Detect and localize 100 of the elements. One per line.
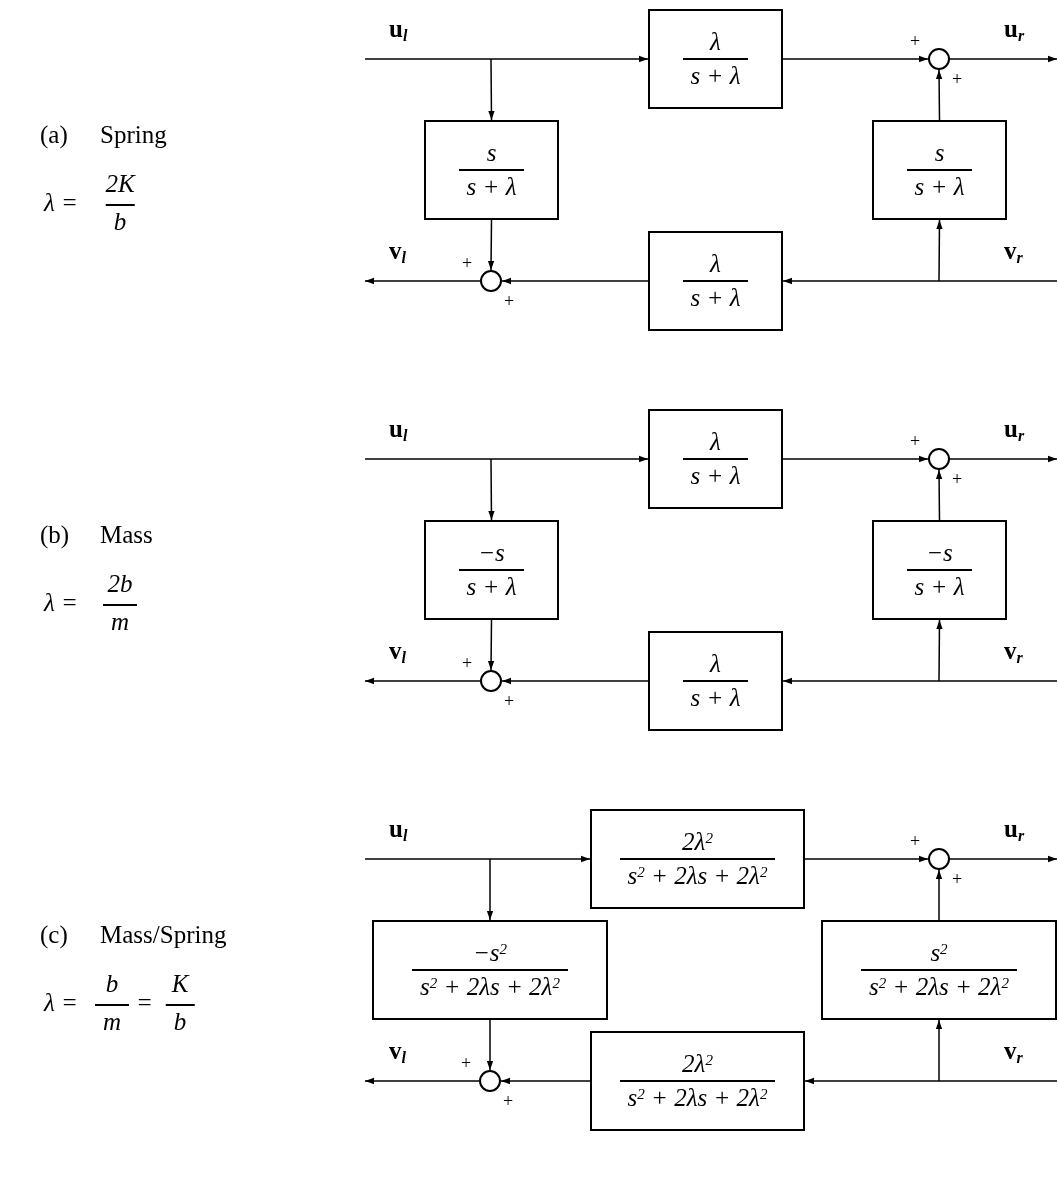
fraction-denominator: b [105,204,135,238]
signal-arrow [501,277,649,285]
plus-sign: + [910,432,921,450]
transfer-function-box [872,520,1007,620]
summing-junction [928,48,950,70]
signal-arrow [782,55,929,63]
signal-arrow [364,277,481,285]
signal-arrow [501,677,649,685]
transfer-function-box [648,631,783,731]
fraction-numerator: 2λ$^{2}$ [681,1049,714,1079]
plus-sign: + [952,70,963,88]
signal-arrow [949,455,1058,463]
transfer-function-box [424,120,559,220]
signal-arrow [487,219,495,271]
panel-title: Spring [100,120,167,150]
fraction-numerator: 2λ$^{2}$ [681,827,714,857]
plus-sign: + [504,692,515,710]
summing-junction [928,448,950,470]
fraction-numerator: 2b [106,569,134,599]
summing-junction [479,1070,501,1092]
formula-text: = [136,988,153,1018]
transfer-function-box [821,920,1057,1020]
signal-arrow [486,858,494,921]
fraction-numerator: λ [708,249,722,279]
fraction-denominator: m [102,604,138,638]
formula-text: λ = [44,188,78,218]
transfer-function-box [590,1031,805,1131]
transfer-function-box [648,231,783,331]
signal-arrow [364,855,591,863]
fraction-denominator: m [94,1004,130,1038]
fraction-numerator: s$^{2}$ [929,938,949,968]
fraction-numerator: s [933,138,946,168]
plus-sign: + [952,870,963,888]
signal-arrow [935,869,943,921]
plus-sign: + [910,832,921,850]
signal-arrow [782,677,1058,685]
plus-sign: + [504,292,515,310]
plus-sign: + [910,32,921,50]
fraction-denominator: s + λ [682,58,749,92]
signal-arrow [936,619,943,682]
signal-arrow [936,219,943,282]
panel-label: (b) [40,520,70,550]
fraction-denominator: s + λ [458,569,525,603]
transfer-function-box [648,9,783,109]
plus-sign: + [461,1054,472,1072]
fraction-denominator: s + λ [906,169,973,203]
fraction-denominator: s + λ [682,280,749,314]
formula-text: λ = [44,588,78,618]
signal-arrow [804,855,929,863]
fraction-numerator: b [104,969,120,999]
transfer-function-box [872,120,1007,220]
fraction-numerator: λ [708,427,722,457]
fraction-denominator: s + λ [906,569,973,603]
signal-arrow [949,855,1058,863]
summing-junction [480,270,502,292]
fraction-numerator: −s [477,538,506,568]
transfer-function-box [648,409,783,509]
plus-sign: + [952,470,963,488]
signal-arrow [364,677,481,685]
signal-arrow [364,1077,480,1085]
panel-title: Mass [100,520,153,550]
fraction-denominator: s$^{2}$ + 2λs + 2λ$^{2}$ [619,858,776,892]
signal-arrow [488,58,495,121]
signal-arrow [488,458,495,521]
fraction-numerator: −s$^{2}$ [471,938,509,968]
signal-arrow [935,469,943,521]
panel-label: (c) [40,920,68,950]
fraction-numerator: λ [708,27,722,57]
summing-junction [480,670,502,692]
plus-sign: + [462,254,473,272]
formula-text: λ = [44,988,78,1018]
transfer-function-box [424,520,559,620]
fraction-denominator: s + λ [682,458,749,492]
signal-arrow [949,55,1058,63]
fraction-denominator: s$^{2}$ + 2λs + 2λ$^{2}$ [861,969,1017,1003]
fraction-denominator: s$^{2}$ + 2λs + 2λ$^{2}$ [619,1080,776,1114]
signal-arrow [364,55,649,63]
panel-label: (a) [40,120,68,150]
signal-arrow [487,619,495,671]
fraction-numerator: λ [708,649,722,679]
fraction-denominator: s + λ [682,680,749,714]
transfer-function-box [590,809,805,909]
fraction-numerator: 2K [104,169,137,199]
plus-sign: + [462,654,473,672]
summing-junction [928,848,950,870]
signal-arrow [804,1077,1058,1085]
fraction-denominator: b [165,1004,195,1038]
plus-sign: + [503,1092,514,1110]
fraction-denominator: s$^{2}$ + 2λs + 2λ$^{2}$ [412,969,568,1003]
signal-arrow [935,1019,943,1082]
signal-arrow [782,455,929,463]
signal-arrow [935,69,943,121]
signal-arrow [486,1019,494,1071]
fraction-numerator: K [170,969,191,999]
fraction-denominator: s + λ [458,169,525,203]
signal-arrow [500,1077,591,1085]
panel-title: Mass/Spring [100,920,227,950]
fraction-numerator: −s [925,538,954,568]
signal-arrow [782,277,1058,285]
transfer-function-box [372,920,608,1020]
